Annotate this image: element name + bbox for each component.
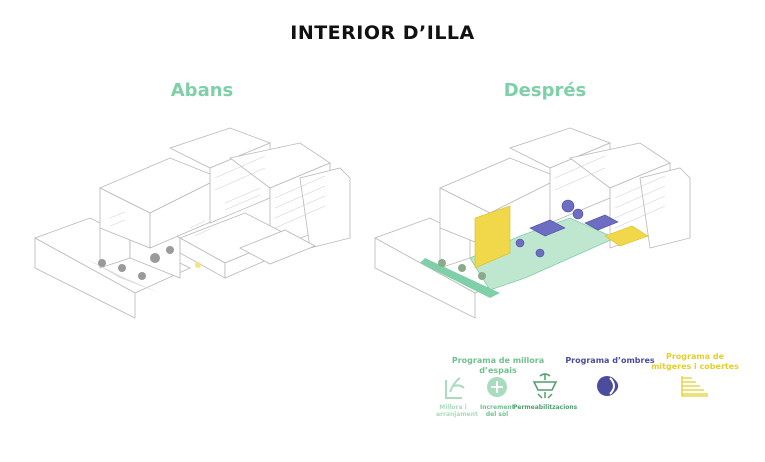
plus-circle-icon xyxy=(487,377,507,397)
hatched-roof-icon xyxy=(681,376,708,397)
blue-program-heading: Programa d’ombres xyxy=(565,356,655,365)
after-label: Després xyxy=(503,80,587,101)
shade-sphere-icon xyxy=(597,376,619,396)
yellow-program-heading: Programa de mitgeres i cobertes xyxy=(651,352,739,371)
plant-pot-icon xyxy=(445,377,465,399)
caption-increment: Increment del sòl xyxy=(480,404,515,418)
after-illustration xyxy=(374,127,691,319)
caption-millora: Millora i arranjament xyxy=(436,404,478,418)
page-title: INTERIOR D’ILLA xyxy=(290,22,475,44)
permeable-soil-icon xyxy=(532,373,558,399)
before-illustration xyxy=(34,127,351,319)
before-label: Abans xyxy=(170,80,234,101)
caption-permeabilitzacions: Permeabilitzacions xyxy=(513,404,578,411)
green-program-heading: Programa de millora d’espais xyxy=(451,356,545,375)
